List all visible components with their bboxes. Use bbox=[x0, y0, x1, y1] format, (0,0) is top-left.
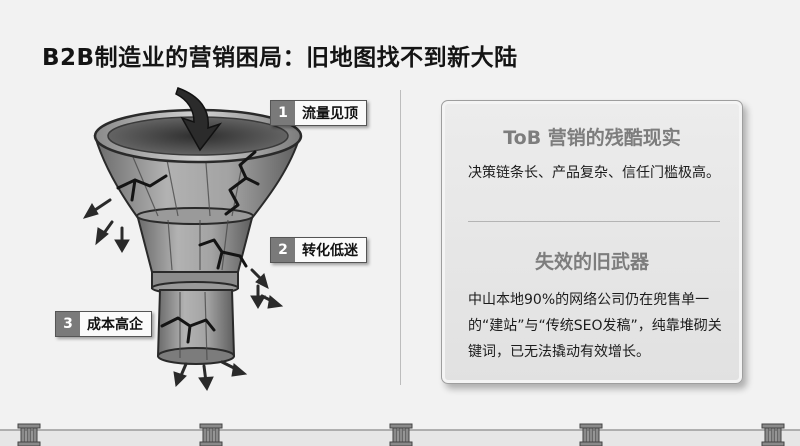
card-heading-reality: ToB 营销的残酷现实 bbox=[503, 127, 681, 149]
callout-label: 流量见顶 bbox=[302, 106, 358, 122]
arrow-down-icon bbox=[175, 87, 223, 152]
card-divider bbox=[468, 221, 720, 222]
callout-high-cost: 3 成本高企 bbox=[55, 311, 152, 337]
callout-number: 1 bbox=[271, 101, 295, 125]
footer-pillars bbox=[0, 423, 800, 446]
callout-label: 转化低迷 bbox=[302, 243, 358, 259]
callout-number: 2 bbox=[271, 238, 295, 262]
callout-traffic-peak: 1 流量见顶 bbox=[270, 100, 367, 126]
info-card: ToB 营销的残酷现实 决策链条长、产品复杂、信任门槛极高。 失效的旧武器 中山… bbox=[441, 100, 743, 384]
page-title: B2B制造业的营销困局：旧地图找不到新大陆 bbox=[42, 45, 518, 71]
crack-icon bbox=[116, 150, 260, 344]
funnel-illustration bbox=[82, 87, 303, 392]
callout-low-conversion: 2 转化低迷 bbox=[270, 237, 367, 263]
card-heading-old-weapons: 失效的旧武器 bbox=[534, 251, 649, 273]
card-text-old-weapons: 中山本地90%的网络公司仍在兜售单一的“建站”与“传统SEO发稿”，纯靠堆砌关键… bbox=[468, 292, 722, 360]
pillar-icon bbox=[17, 423, 785, 446]
vertical-divider bbox=[400, 90, 401, 385]
callout-label: 成本高企 bbox=[87, 317, 143, 333]
leak-arrow-icon bbox=[82, 198, 284, 392]
card-text-reality: 决策链条长、产品复杂、信任门槛极高。 bbox=[468, 165, 720, 181]
callout-number: 3 bbox=[56, 312, 80, 336]
